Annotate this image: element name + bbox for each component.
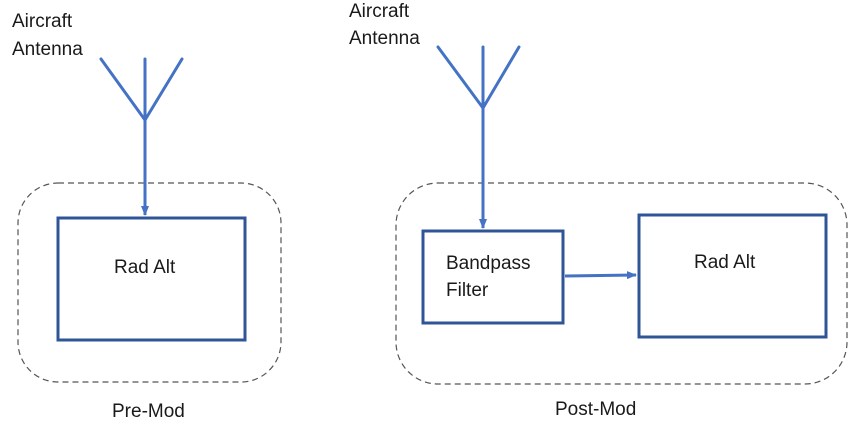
post-mod-rad-alt-box xyxy=(637,213,828,339)
bandpass-filter-label-line1: Bandpass xyxy=(446,253,531,274)
bandpass-filter-label-line2: Filter xyxy=(446,280,489,301)
bandpass-filter-box xyxy=(421,229,565,325)
pre-mod-enclosure xyxy=(17,182,282,383)
pre-mod-rad-alt-box xyxy=(56,216,247,342)
post-mod-caption: Post-Mod xyxy=(555,399,637,420)
post-mod-enclosure xyxy=(395,182,848,385)
pre-mod-caption: Pre-Mod xyxy=(112,401,185,422)
pre-mod-antenna-icon xyxy=(99,57,184,122)
pre-mod-antenna-label-line1: Aircraft xyxy=(12,11,73,32)
pre-mod-antenna-label-line2: Antenna xyxy=(12,39,83,60)
post-mod-rad-alt-label: Rad Alt xyxy=(694,252,756,273)
post-mod-antenna-label-line1: Aircraft xyxy=(349,1,410,22)
post-mod-antenna-icon xyxy=(436,45,521,110)
post-mod-antenna-label-line2: Antenna xyxy=(349,28,420,49)
filter-to-rad-alt-arrow xyxy=(564,271,637,280)
pre-mod-rad-alt-label: Rad Alt xyxy=(114,257,176,278)
